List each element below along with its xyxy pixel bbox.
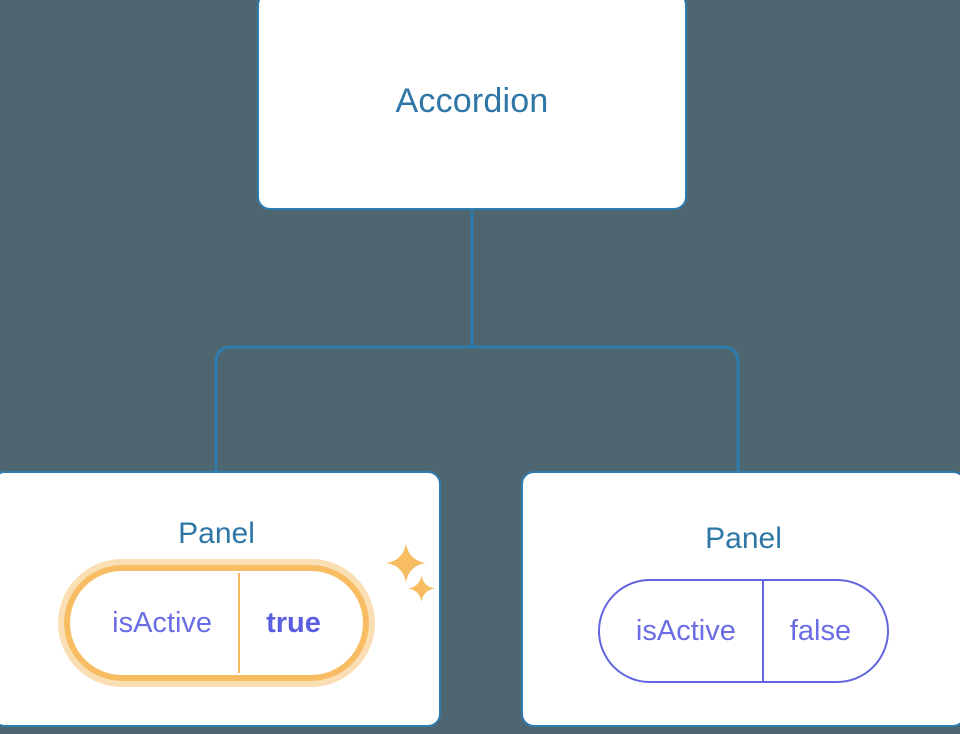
prop-value-label: true: [238, 573, 361, 673]
prop-pill-isactive-true[interactable]: isActive true: [70, 571, 363, 675]
node-accordion-label: Accordion: [395, 82, 549, 120]
prop-pill-inactive-wrapper: isActive false: [597, 579, 890, 683]
connector-branch: [214, 345, 740, 471]
node-panel-active-label: Panel: [178, 517, 255, 550]
prop-pill-isactive-false[interactable]: isActive false: [597, 579, 890, 683]
prop-key-label: isActive: [112, 606, 213, 639]
prop-pill-active-wrapper: isActive true: [58, 559, 375, 687]
prop-value-label: false: [761, 581, 887, 681]
node-panel-inactive-label: Panel: [705, 522, 782, 555]
node-panel-active[interactable]: Panel isActive true: [0, 471, 441, 727]
node-accordion[interactable]: Accordion: [257, 0, 687, 210]
node-panel-inactive[interactable]: Panel isActive false: [521, 471, 960, 727]
prop-key-label: isActive: [635, 614, 736, 647]
